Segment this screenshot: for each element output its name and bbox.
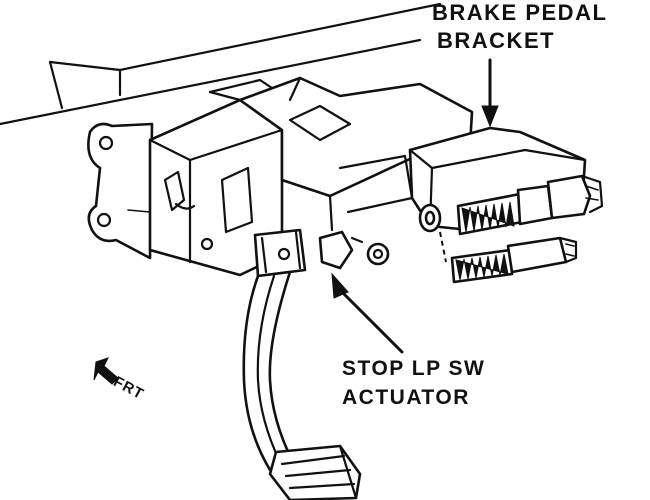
stop-lamp-switch-upper [418, 174, 604, 236]
brake-pedal-bracket-label-line2: BRACKET [437, 28, 556, 53]
dashboard-outline [0, 2, 442, 126]
pedal-pivot-hardware [253, 228, 390, 278]
actuator-leader-arrow [331, 272, 404, 354]
brake-pedal-pad [268, 444, 362, 500]
stop-lamp-switch-lower [439, 231, 578, 284]
stop-lamp-switch-actuator-label: STOP LP SW [342, 357, 486, 380]
stop-lamp-switch-actuator-label-line2: ACTUATOR [342, 386, 470, 409]
front-direction-arrow-icon [93, 357, 119, 385]
bracket-leader-arrow [481, 58, 499, 128]
brake-pedal-arm [242, 270, 294, 472]
left-mounting-plate [87, 122, 154, 260]
brake-pedal-bracket-label: BRAKE PEDAL [432, 0, 608, 25]
center-bracket-box [148, 78, 292, 277]
